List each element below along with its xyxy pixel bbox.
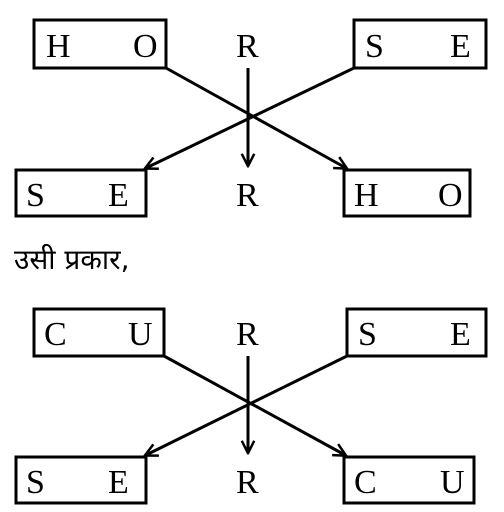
d1-arrow-left-to-right <box>165 66 346 168</box>
d2-top-right-letter-1: S <box>358 316 377 353</box>
d2-bottom-left-letter-2: E <box>108 464 129 501</box>
d2-bottom-left-letter-1: S <box>26 464 45 501</box>
d1-bottom-left-letter-1: S <box>26 177 45 214</box>
d1-bottom-left-letter-2: E <box>108 177 129 214</box>
d2-top-left-box <box>32 307 166 358</box>
d1-top-right-letter-2: E <box>450 28 471 65</box>
d1-top-left-box <box>32 18 168 70</box>
diagram-1: H O R S E S E R H O <box>14 18 488 218</box>
d1-bottom-middle-letter: R <box>236 177 259 214</box>
d2-top-right-letter-2: E <box>450 316 471 353</box>
d1-top-left-letter-1: H <box>46 28 71 65</box>
d1-top-right-box <box>352 18 488 70</box>
d1-top-right-letter-1: S <box>365 28 384 65</box>
d2-bottom-right-box <box>342 455 476 505</box>
d2-top-left-letter-2: U <box>128 316 153 353</box>
d2-bottom-right-letter-2: U <box>440 464 465 501</box>
d2-arrow-left-to-right <box>163 354 345 455</box>
d1-bottom-right-box <box>342 168 472 218</box>
d1-bottom-right-letter-1: H <box>354 177 379 214</box>
d2-top-right-box <box>345 307 488 358</box>
d2-bottom-left-box <box>14 455 148 505</box>
d1-bottom-right-letter-2: O <box>438 177 463 214</box>
d2-top-left-letter-1: C <box>44 316 67 353</box>
d1-top-left-letter-2: O <box>133 28 158 65</box>
d1-top-middle-letter: R <box>236 28 259 65</box>
diagram-2: C U R S E S E R C U <box>14 307 488 505</box>
d1-arrow-right-to-left <box>146 66 355 168</box>
d2-top-middle-letter: R <box>236 316 259 353</box>
d1-bottom-left-box <box>14 168 148 218</box>
d2-bottom-right-letter-1: C <box>354 464 377 501</box>
caption-similarly: उसी प्रकार, <box>14 243 130 276</box>
d2-bottom-middle-letter: R <box>236 464 259 501</box>
